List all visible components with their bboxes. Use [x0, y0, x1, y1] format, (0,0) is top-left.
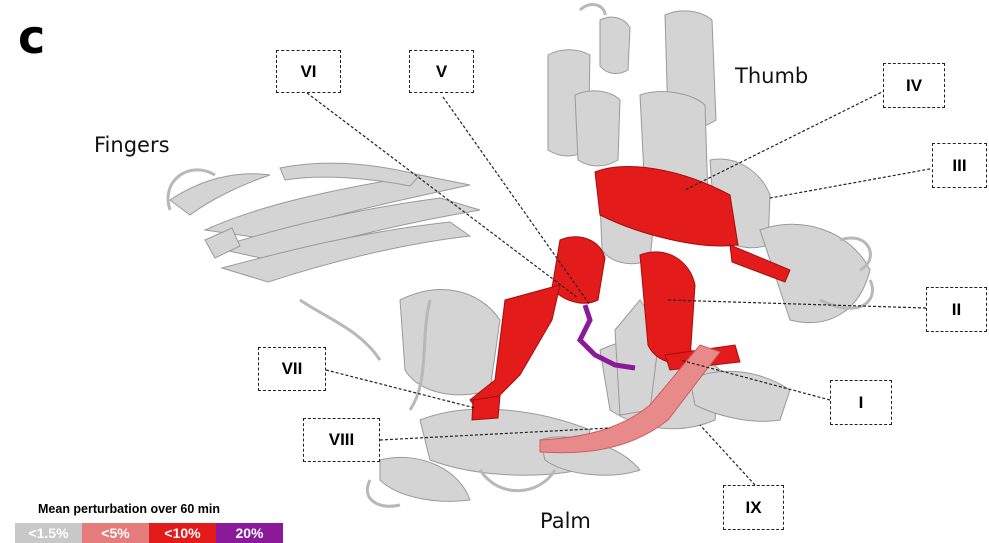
legend-title: Mean perturbation over 60 min — [38, 502, 220, 516]
label-ii: II — [926, 287, 987, 332]
label-iv: IV — [883, 63, 945, 108]
legend-item-2: <5% — [82, 523, 149, 543]
legend-item-4: 20% — [216, 523, 283, 543]
label-v: V — [409, 50, 474, 93]
label-ix: IX — [723, 485, 784, 530]
label-vii: VII — [258, 347, 326, 391]
region-palm: Palm — [540, 509, 591, 533]
legend-item-1: <1.5% — [15, 523, 82, 543]
label-viii: VIII — [303, 418, 380, 462]
label-i: I — [830, 380, 892, 425]
label-iii: III — [932, 143, 987, 188]
region-fingers: Fingers — [94, 133, 170, 157]
panel-letter: c — [18, 10, 45, 64]
legend-item-3: <10% — [149, 523, 216, 543]
legend: <1.5% <5% <10% 20% — [15, 523, 283, 543]
region-thumb: Thumb — [735, 64, 808, 88]
label-vi: VI — [276, 50, 341, 93]
